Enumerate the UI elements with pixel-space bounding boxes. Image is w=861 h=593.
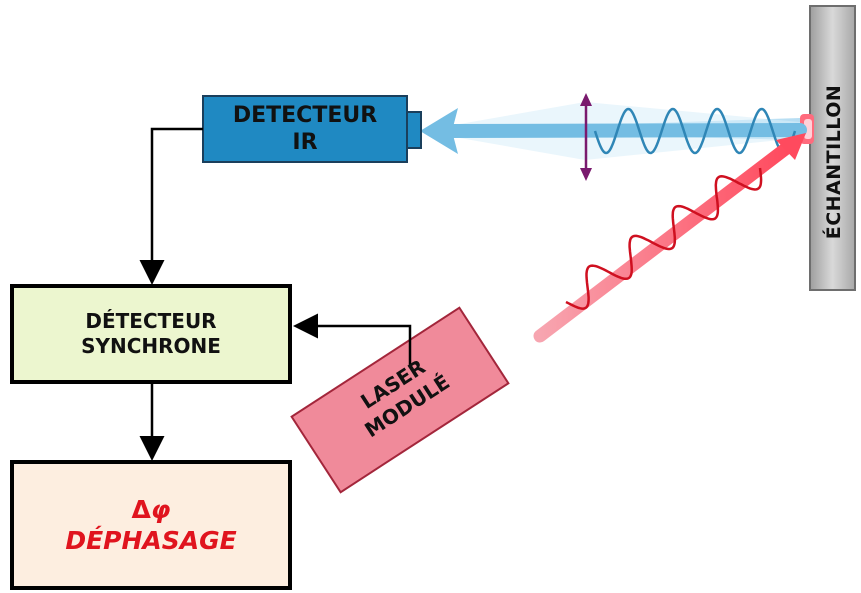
sample-block xyxy=(809,5,856,291)
detector-ir-line1: DETECTEUR xyxy=(232,102,378,128)
sync-detector-line1: DÉTECTEUR xyxy=(85,309,217,333)
phase-word: DÉPHASAGE xyxy=(65,526,237,555)
laser-wave-icon xyxy=(565,167,763,310)
ir-beam-arrow xyxy=(441,123,807,138)
delta-symbol: Δ xyxy=(131,494,151,524)
connector-ir-to-sync xyxy=(139,127,203,285)
laser-block xyxy=(290,306,510,494)
detector-ir-window xyxy=(406,111,422,149)
sample-label: ÉCHANTILLON xyxy=(823,84,845,240)
phase-block xyxy=(10,460,292,590)
sync-detector-label: DÉTECTEUR SYNCHRONE xyxy=(12,286,290,382)
connector-laser-to-sync xyxy=(293,313,412,365)
detector-ir-line2: IR xyxy=(292,130,318,155)
laser-beam-arrow xyxy=(533,140,795,343)
sync-detector-line2: SYNCHRONE xyxy=(81,334,221,358)
phase-label: Δφ DÉPHASAGE xyxy=(12,462,290,588)
ir-wave-icon xyxy=(593,107,797,155)
phi-symbol: φ xyxy=(150,494,171,524)
detector-ir-label: DETECTEUR IR xyxy=(203,96,407,162)
sync-detector-block xyxy=(10,284,292,384)
phase-symbol: Δφ xyxy=(132,494,171,525)
